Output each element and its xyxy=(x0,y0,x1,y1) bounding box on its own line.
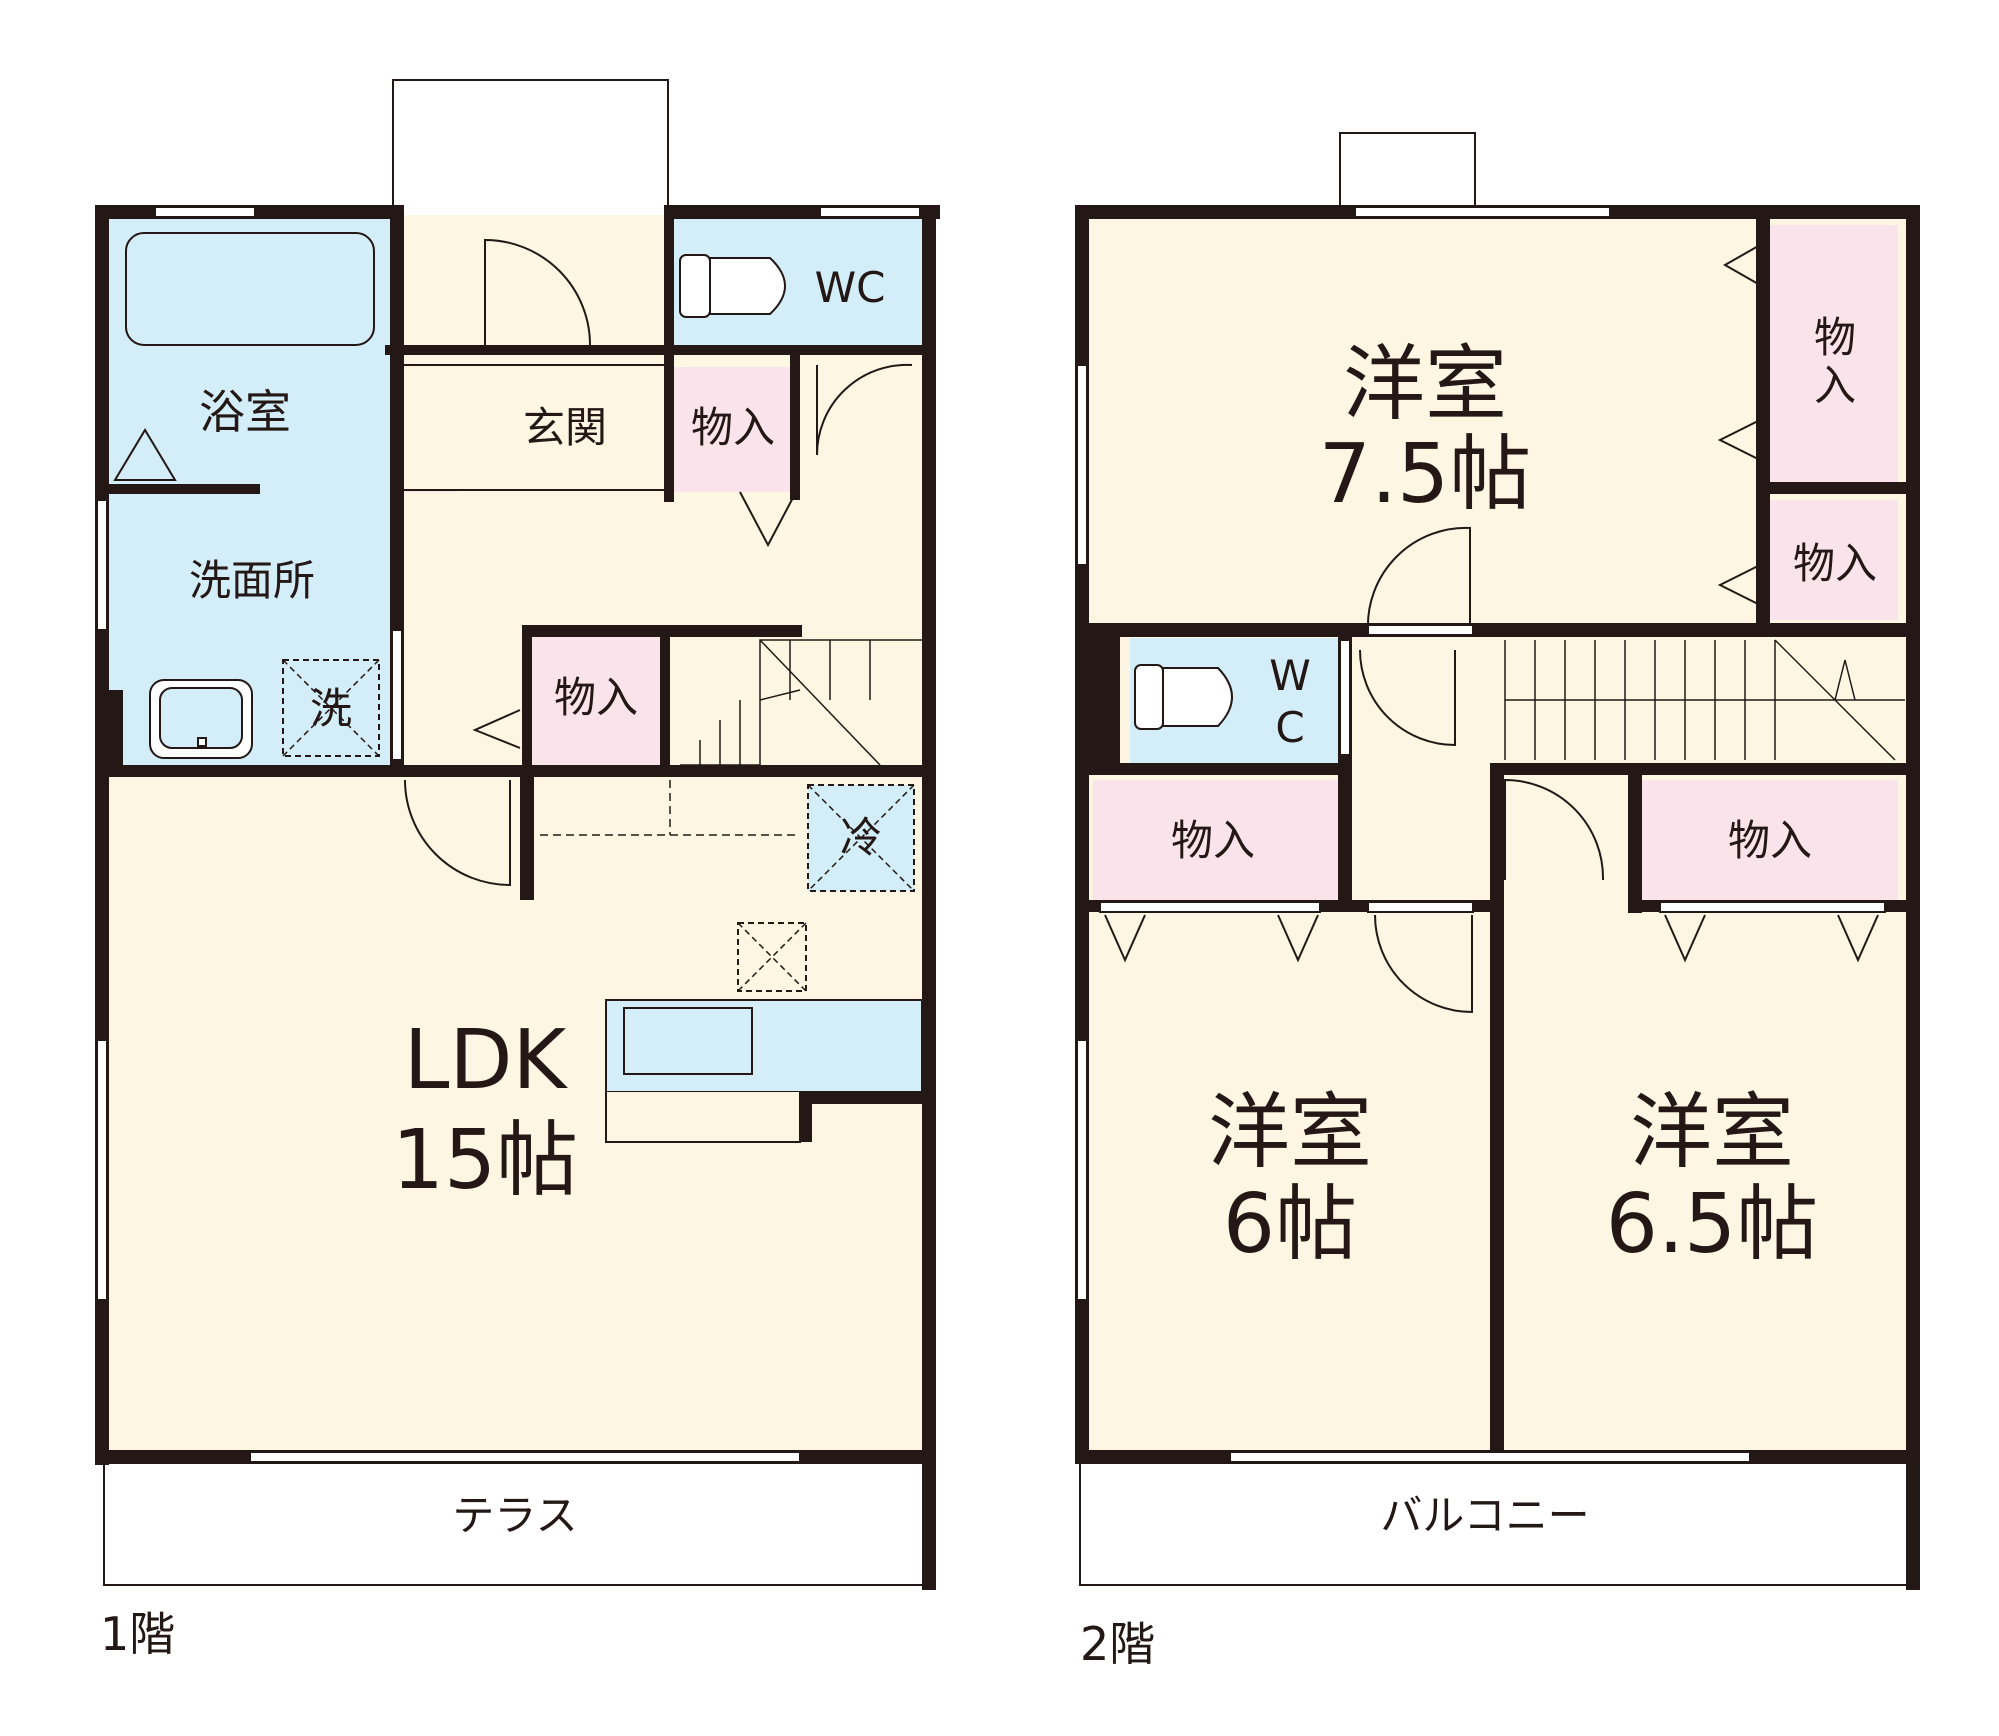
wc2-label-1: W xyxy=(1269,651,1311,700)
storage-right-label: 物入 xyxy=(1728,816,1812,865)
ldk-size-label: 15帖 xyxy=(392,1113,578,1208)
entrance-floor xyxy=(399,364,669,491)
ldk-name-label: LDK xyxy=(404,1013,569,1108)
door-swings-floor2 xyxy=(1104,244,1879,1014)
kitchen-counter xyxy=(605,999,923,1143)
storage-left-label: 物入 xyxy=(1171,816,1255,865)
toilet2-icon xyxy=(1134,664,1233,730)
washer-space xyxy=(282,659,380,757)
terrace-outline xyxy=(103,1455,930,1586)
fridge-space xyxy=(807,784,915,892)
room-c-size-label: 6.5帖 xyxy=(1606,1177,1818,1272)
room-b-size-label: 6帖 xyxy=(1223,1177,1357,1272)
room-c-name-label: 洋室 xyxy=(1630,1085,1794,1180)
entrance-storage-floor xyxy=(668,367,798,492)
storage-a-top-floor xyxy=(1768,225,1898,485)
floor2-label: 2階 xyxy=(1080,1617,1155,1671)
storage-a-top-label-1: 物 xyxy=(1814,313,1856,362)
hall-storage-floor xyxy=(530,635,662,765)
wc-label: WC xyxy=(815,263,886,312)
windows-floor1 xyxy=(96,206,921,1463)
room-a-size-label: 7.5帖 xyxy=(1319,427,1531,522)
room-b-name-label: 洋室 xyxy=(1208,1085,1372,1180)
storage-a-bottom-floor xyxy=(1768,500,1898,620)
stairs-floor2 xyxy=(1504,639,1905,761)
hall-storage-label: 物入 xyxy=(554,673,638,722)
door-swings-floor1 xyxy=(113,238,913,887)
entrance-storage-label: 物入 xyxy=(691,403,775,452)
room-a-name-label: 洋室 xyxy=(1343,337,1507,432)
windows-floor2 xyxy=(1076,206,1886,1463)
bay-window xyxy=(1339,132,1476,214)
bathtub-icon xyxy=(125,232,375,346)
wc2-label-2: C xyxy=(1275,703,1304,752)
washbasin-icon xyxy=(149,679,253,759)
washer-label: 洗 xyxy=(310,684,352,733)
floor-1 xyxy=(95,79,940,1590)
entrance-label: 玄関 xyxy=(523,403,607,452)
toilet-icon xyxy=(679,254,786,318)
storage-a-bottom-label: 物入 xyxy=(1793,539,1877,588)
storage-a-top-label-2: 入 xyxy=(1814,361,1856,410)
storage-right-floor xyxy=(1640,780,1898,900)
balcony-label: バルコニー xyxy=(1380,1491,1589,1540)
floor1-label: 1階 xyxy=(100,1607,175,1661)
floor-2 xyxy=(1075,132,1920,1590)
bath-label: 浴室 xyxy=(199,385,291,439)
terrace-label: テラス xyxy=(452,1491,577,1540)
fridge-label: 冷 xyxy=(840,813,882,862)
ventilation-icon xyxy=(737,922,807,992)
storage-left-floor xyxy=(1093,780,1338,900)
kitchen-ceiling-line xyxy=(540,780,795,836)
washroom-label: 洗面所 xyxy=(189,556,315,605)
